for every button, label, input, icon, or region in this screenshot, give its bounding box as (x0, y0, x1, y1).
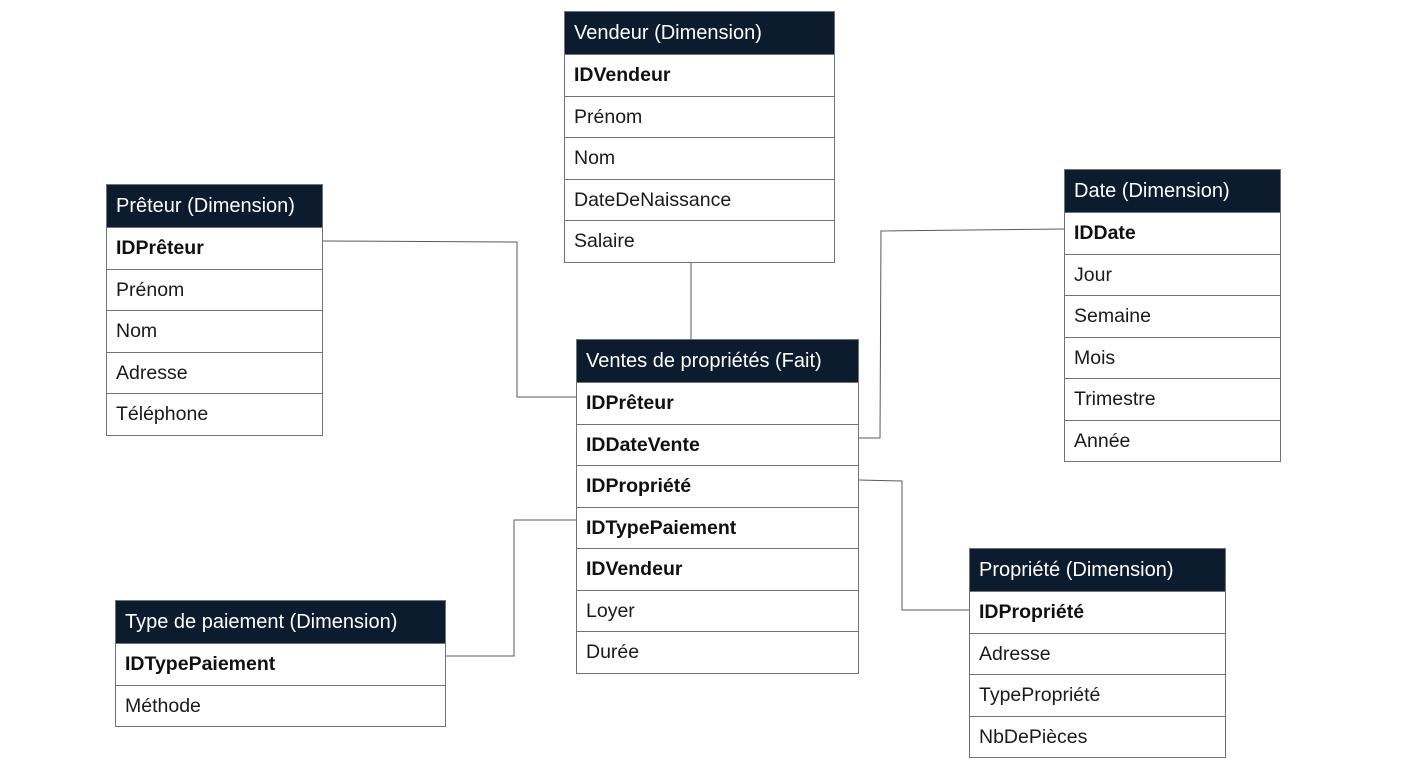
key-field: IDPrêteur (577, 382, 858, 424)
link-typepaiement-ventes (446, 519, 576, 657)
key-field: IDPropriété (577, 465, 858, 507)
key-field: IDDateVente (577, 423, 858, 466)
attribute-field: Mois (1065, 336, 1280, 379)
attribute-field: Téléphone (107, 393, 322, 435)
key-field: IDTypePaiement (116, 643, 445, 685)
attribute-field: Trimestre (1065, 378, 1280, 420)
attribute-field: TypePropriété (970, 674, 1225, 716)
link-propriete-ventes (858, 479, 969, 611)
attribute-field: Loyer (577, 589, 858, 632)
key-field: IDPrêteur (107, 227, 322, 269)
attribute-field: Prénom (107, 268, 322, 311)
attribute-field: Adresse (107, 351, 322, 394)
attribute-field: NbDePièces (970, 715, 1225, 758)
entity-title: Propriété (Dimension) (970, 549, 1225, 591)
key-field: IDVendeur (565, 54, 834, 96)
attribute-field: Adresse (970, 632, 1225, 675)
attribute-field: Année (1065, 419, 1280, 462)
attribute-field: DateDeNaissance (565, 178, 834, 221)
link-preteur-ventes (322, 240, 576, 398)
entity-type-paiement: Type de paiement (Dimension) IDTypePaiem… (115, 600, 446, 727)
entity-title: Vendeur (Dimension) (565, 12, 834, 54)
attribute-field: Jour (1065, 253, 1280, 296)
key-field: IDTypePaiement (577, 506, 858, 549)
entity-title: Type de paiement (Dimension) (116, 601, 445, 643)
key-field: IDDate (1065, 212, 1280, 254)
key-field: IDVendeur (577, 548, 858, 590)
attribute-field: Durée (577, 631, 858, 673)
attribute-field: Méthode (116, 684, 445, 727)
link-date-ventes (859, 228, 1065, 439)
key-field: IDPropriété (970, 591, 1225, 633)
entity-title: Date (Dimension) (1065, 170, 1280, 212)
attribute-field: Nom (565, 137, 834, 179)
attribute-field: Semaine (1065, 295, 1280, 337)
attribute-field: Prénom (565, 95, 834, 138)
attribute-field: Salaire (565, 220, 834, 262)
attribute-field: Nom (107, 310, 322, 352)
entity-title: Ventes de propriétés (Fait) (577, 340, 858, 382)
entity-title: Prêteur (Dimension) (107, 185, 322, 227)
